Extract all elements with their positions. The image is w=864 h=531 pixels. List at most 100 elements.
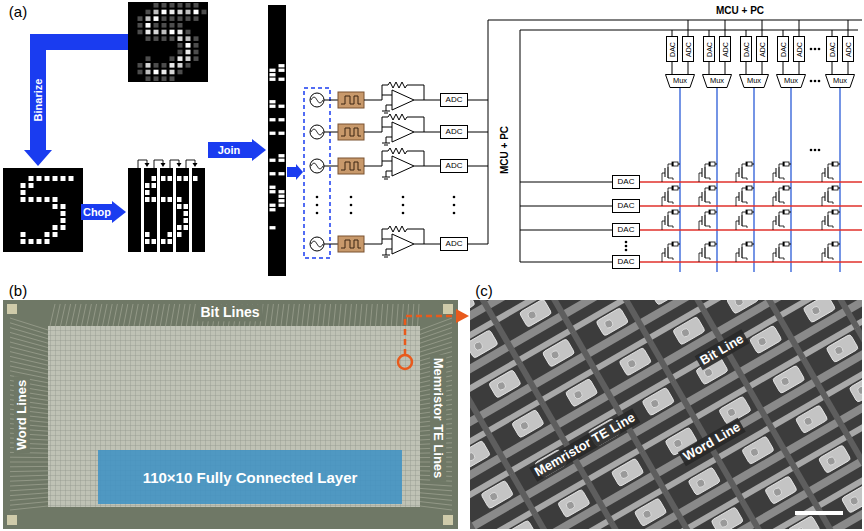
bit-line-fanout: [292, 304, 295, 326]
te-line-fanout: [420, 318, 452, 330]
word-line-fanout: [10, 332, 48, 343]
bit-line-structure: [470, 399, 862, 529]
pixel: [162, 36, 167, 41]
bit-line-fanout: [412, 304, 414, 326]
join-arrow: [208, 142, 252, 158]
bit-line-fanout: [313, 304, 316, 326]
wire: [773, 253, 776, 262]
via: [718, 518, 729, 529]
ellipsis-dot: [814, 48, 817, 51]
memristor-pad: [470, 440, 491, 469]
bit-line-fanout: [360, 304, 362, 326]
bit-line-fanout: [302, 304, 305, 326]
via: [672, 438, 683, 449]
ellipsis-dot: [814, 149, 817, 152]
wire: [386, 249, 392, 255]
wire: [324, 100, 338, 101]
word-line: [640, 205, 862, 206]
pixel: [21, 183, 26, 188]
node-text: DAC: [669, 42, 676, 57]
wire: [364, 239, 392, 244]
pixel: [279, 118, 285, 121]
wire: [779, 258, 784, 260]
pixel: [270, 186, 276, 189]
wire: [736, 173, 739, 182]
pixel: [162, 63, 167, 68]
wire: [828, 178, 833, 180]
node-text: ADC: [446, 162, 463, 170]
ground-symbol: [382, 255, 390, 256]
pixel: [154, 16, 159, 21]
pulse-symbol: [341, 96, 361, 104]
signal-wire: [848, 62, 849, 74]
sem-image: [470, 300, 862, 529]
transistor-gate: [739, 192, 740, 201]
transistor-channel: [704, 167, 705, 178]
ellipsis-dot: [818, 48, 821, 51]
arrowhead: [177, 163, 182, 167]
pixel: [162, 16, 167, 21]
pixel: [184, 211, 189, 216]
pixel: [279, 190, 285, 193]
feed-arrow: [287, 167, 296, 177]
word-line-fanout: [10, 328, 48, 339]
word-line-fanout: [10, 352, 48, 361]
te-line-structure: [517, 362, 545, 405]
pixel: [145, 239, 150, 244]
bond-pad: [7, 304, 17, 314]
adc-box: ADC: [440, 93, 468, 107]
bit-line-fanout: [150, 304, 154, 326]
pixel: [279, 199, 285, 202]
wire: [668, 226, 673, 228]
mux-trapezoid: Mux: [739, 74, 769, 88]
memristor-symbol: [783, 210, 785, 214]
image-strip: [144, 168, 157, 252]
transistor-gate: [776, 192, 777, 201]
panel-label: (b): [9, 283, 27, 300]
bit-line-fanout: [265, 304, 268, 326]
te-line-structure: [640, 450, 668, 493]
pixel: [145, 190, 150, 195]
voltage-source: [310, 125, 324, 139]
te-line-structure: [540, 402, 568, 445]
pixel: [279, 195, 285, 198]
via: [849, 495, 860, 506]
chip-label: Memristor TE Lines: [430, 355, 446, 482]
wire: [773, 221, 776, 230]
memristor-symbol: [709, 186, 715, 190]
bit-line-fanout: [108, 304, 112, 326]
memristor-symbol: [709, 210, 715, 214]
signal-wire: [799, 62, 800, 74]
wire: [468, 132, 488, 133]
pixel: [178, 56, 183, 61]
ellipsis-dot: [402, 196, 405, 199]
transistor-gate: [665, 248, 666, 257]
bus-label: MCU + PC: [499, 126, 510, 174]
memristor-symbol: [672, 186, 678, 190]
pixel: [145, 232, 150, 237]
pixel: [170, 10, 175, 15]
te-line-structure: [471, 300, 499, 325]
wire: [668, 188, 672, 191]
bit-line-fanout: [344, 304, 346, 326]
bit-line-structure: [494, 479, 862, 529]
bit-line-fanout: [139, 304, 143, 326]
ellipsis-dot: [810, 149, 813, 152]
transistor-gate: [825, 216, 826, 225]
pixel: [45, 239, 50, 244]
bit-line-fanout: [103, 304, 108, 326]
pixel: [45, 197, 50, 202]
transistor-channel: [827, 247, 828, 258]
node-text: ADC: [685, 42, 692, 57]
pixel: [170, 30, 175, 35]
bit-line-fanout: [339, 304, 341, 326]
node-text: ADC: [446, 96, 463, 104]
mux-trapezoid: Mux: [776, 74, 806, 88]
memristor-pad: [488, 370, 521, 399]
pixel: [146, 76, 151, 81]
ellipsis-dot: [818, 80, 821, 83]
transistor-gate: [702, 216, 703, 225]
memristor-pad: [542, 339, 575, 368]
memristor-pad: [726, 300, 759, 314]
node-text: Mux: [710, 77, 724, 85]
